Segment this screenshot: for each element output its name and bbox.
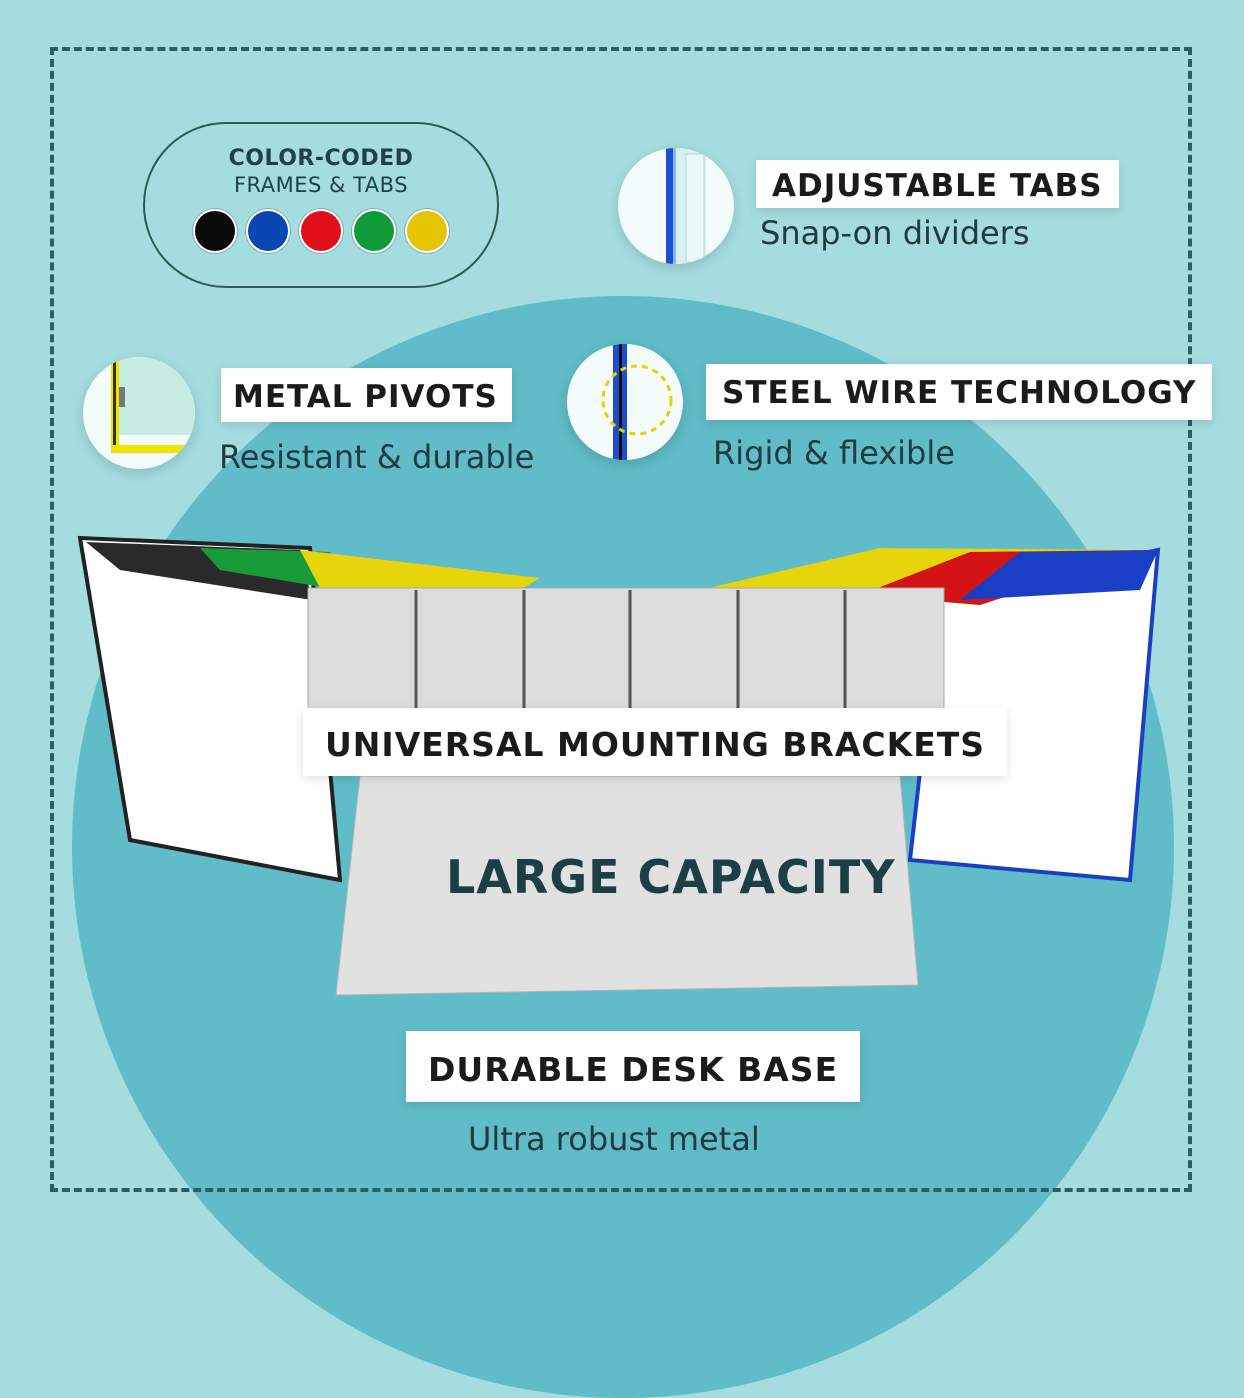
desk-base-description: Ultra robust metal [468,1120,760,1158]
color-swatch-red [301,211,341,251]
color-coded-badge: COLOR-CODED FRAMES & TABS [143,122,499,288]
color-swatch-black [195,211,235,251]
metal-pivots-label: METAL PIVOTS [221,368,512,422]
color-swatch-yellow [407,211,447,251]
desk-base-label: DURABLE DESK BASE [406,1031,861,1102]
dashed-frame [50,47,1192,1192]
color-swatch-green [354,211,394,251]
display-system-illustration [77,535,1161,996]
color-swatch-blue [248,211,288,251]
adjustable-tabs-description: Snap-on dividers [760,214,1030,252]
large-capacity-label: LARGE CAPACITY [446,850,896,904]
metal-pivots-description: Resistant & durable [219,438,535,476]
steel-wire-label: STEEL WIRE TECHNOLOGY [706,364,1213,420]
adjustable-tabs-label: ADJUSTABLE TABS [756,160,1119,208]
adjustable-tabs-icon [618,148,734,264]
color-coded-title: COLOR-CODED [228,146,414,171]
steel-wire-icon [567,344,683,460]
steel-wire-description: Rigid & flexible [713,434,955,472]
color-coded-subtitle: FRAMES & TABS [233,173,409,197]
mounting-brackets-label: UNIVERSAL MOUNTING BRACKETS [303,708,1008,776]
